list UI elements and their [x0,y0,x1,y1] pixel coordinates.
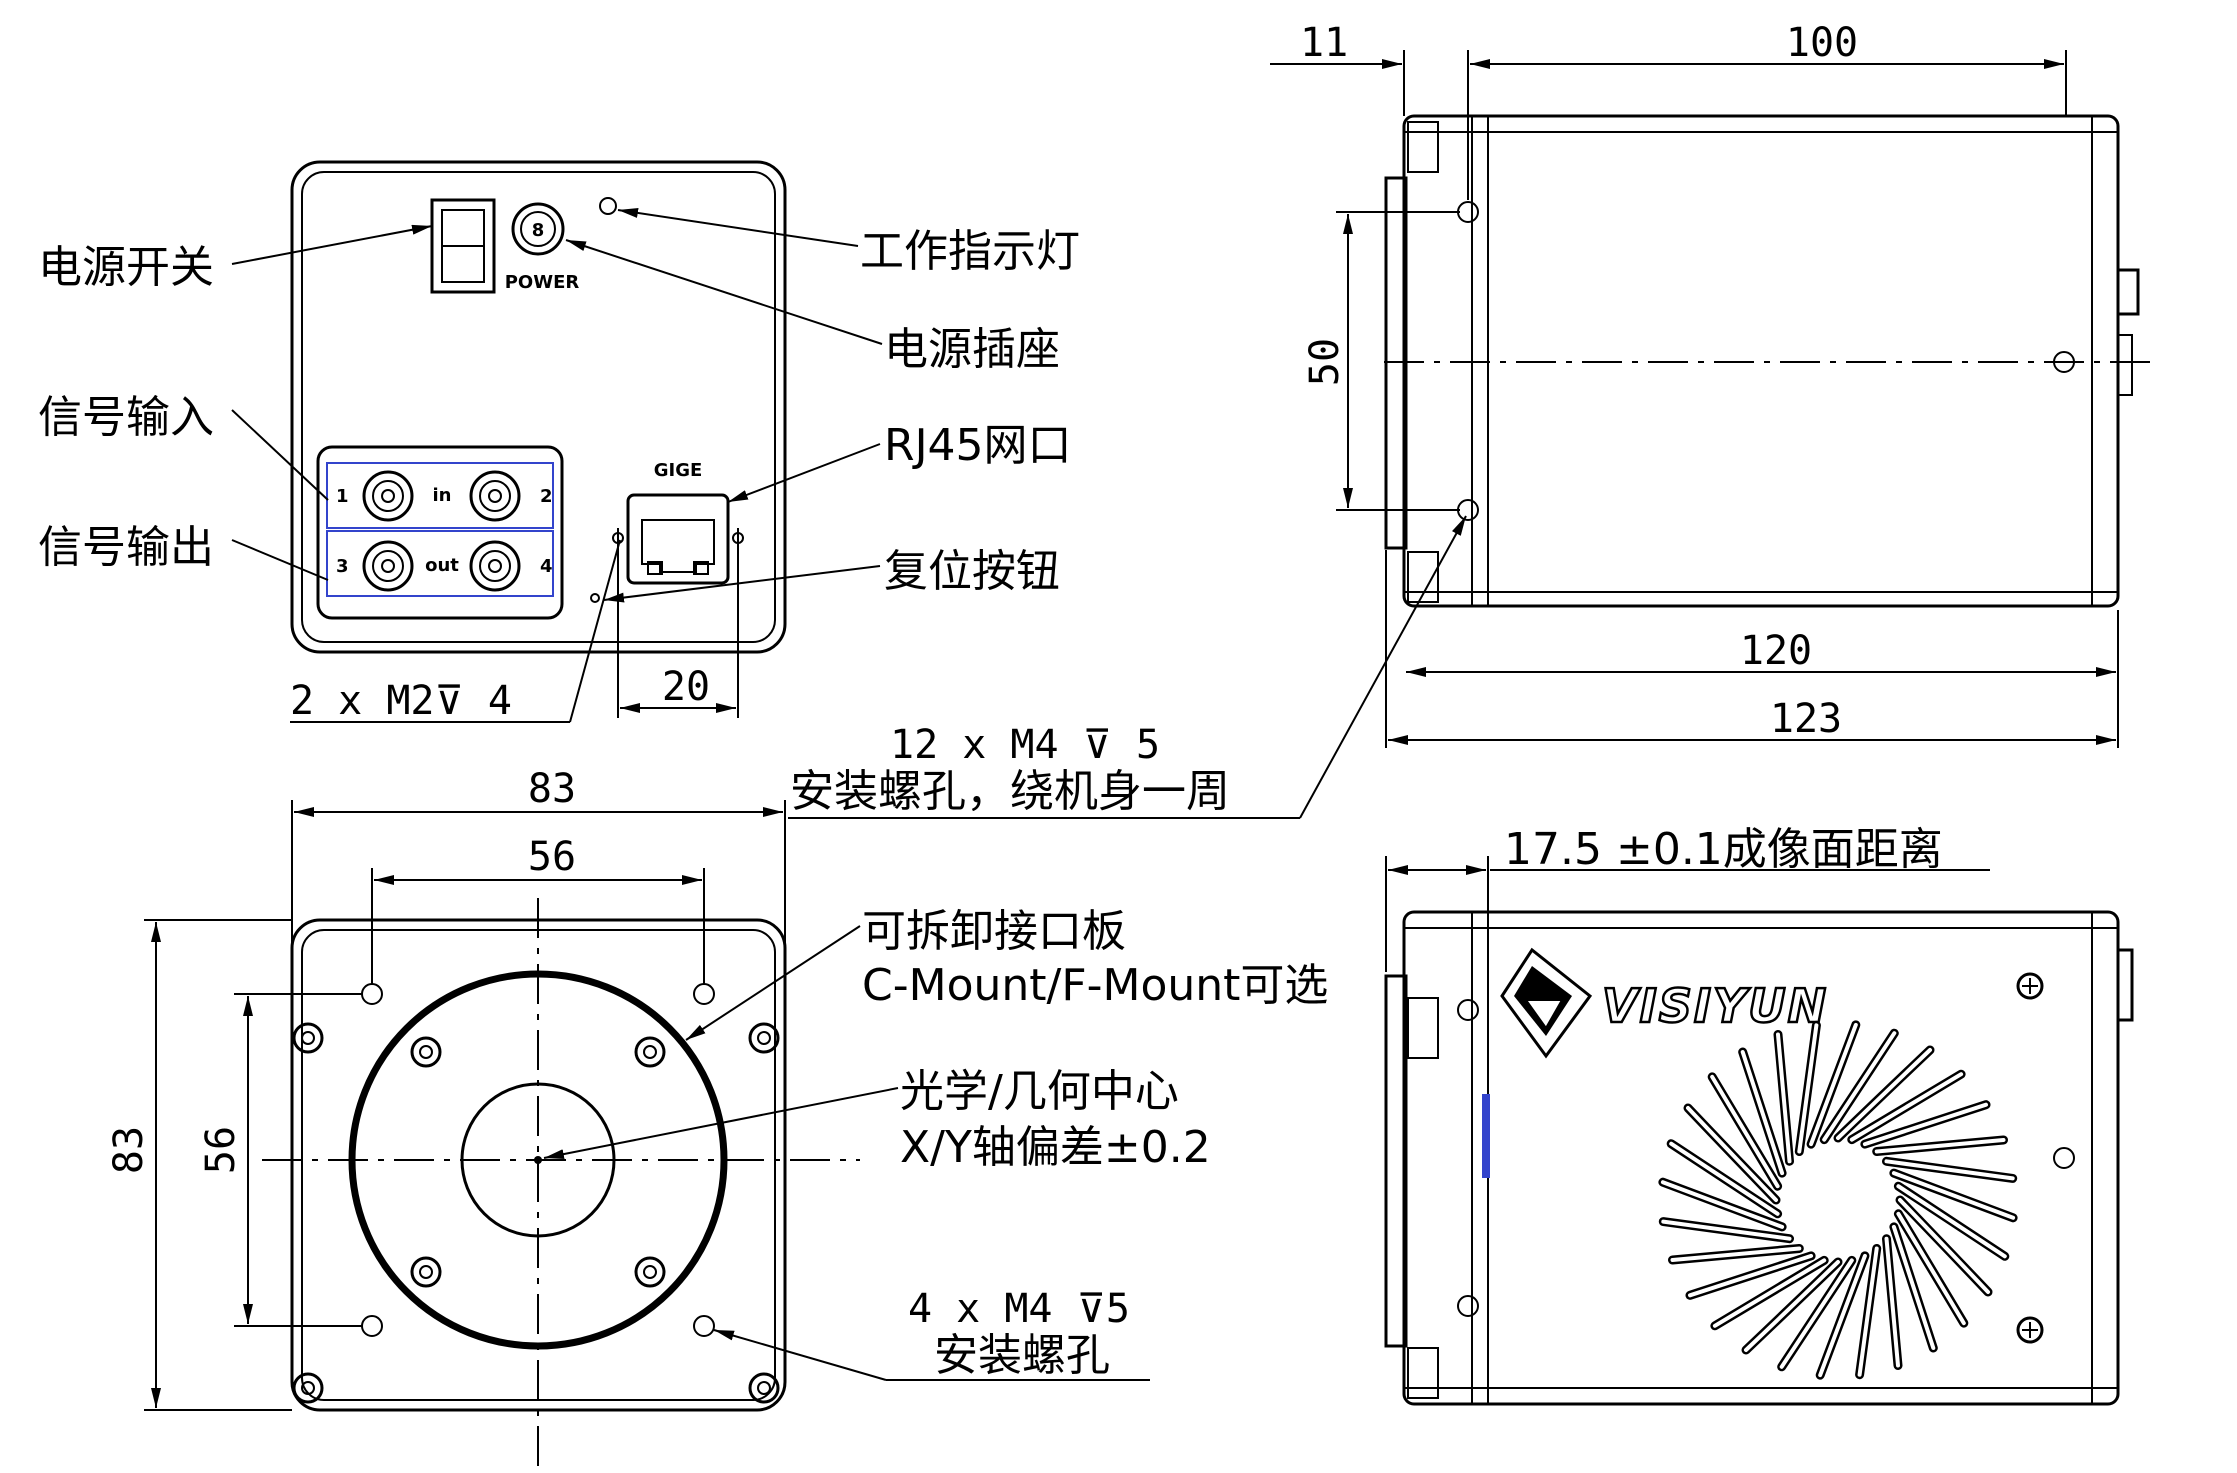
optical-center-label-2: X/Y轴偏差±0.2 [900,1122,1211,1173]
mount-hole-bottom [1457,499,1479,521]
dim-11: 11 [1300,20,1348,66]
fan-blade [1849,1072,1964,1142]
power-switch-label: 电源开关 [38,242,214,293]
fan-blade [1896,1184,2007,1259]
power-switch-icon [430,198,496,294]
fan-blade [1891,1171,2016,1220]
fan-blade [1809,1022,1858,1147]
signal-out-label: 信号输出 [38,522,214,573]
fan-blade [1710,1074,1780,1189]
corner-screws [292,1022,780,1404]
fan-blade [1836,1048,1932,1140]
fan-blade [1776,1032,1792,1164]
rear-view-annotations: 电源开关 工作指示灯 电源插座 信号输入 信号输出 RJ45网口 复位按钮 2 … [38,208,1080,724]
dim-83-width: 83 [528,766,576,812]
fan-blade [1862,1102,1988,1147]
fan-blade [1896,1211,1966,1326]
fan-blade [1740,1050,1785,1176]
fan-blade [1660,1180,1785,1229]
reset-button-label: 复位按钮 [884,546,1060,597]
fan-blade [1822,1031,1897,1142]
power-socket-label: 电源插座 [884,324,1060,375]
fan-blade [1884,1159,2015,1181]
plate-screws [410,1036,666,1288]
fan-blade [1818,1253,1867,1378]
brand-wordmark: VISIYUN [1602,979,1828,1033]
fan-blade [1744,1260,1840,1352]
indicator-light-icon [599,197,617,215]
mount-plate-label-2: C-Mount/F-Mount可选 [862,960,1328,1011]
fan-blade [1669,1141,1780,1216]
side-view-logo: VISIYUN 17.5 ±0.1成像面距离 [1384,824,2134,1406]
logo-side-hole-top [1457,999,1479,1021]
front-hole-tl [361,983,383,1005]
bnc-connector-4 [469,540,521,592]
front-hole-br [693,1315,715,1337]
side-screws [2016,972,2044,1344]
front-view-annotations: 可拆卸接口板 C-Mount/F-Mount可选 光学/几何中心 X/Y轴偏差±… [543,906,1328,1381]
front-holes-spec-label: 4 x M4 ⊽5 [908,1286,1130,1332]
side-view: 11 100 50 120 123 [1270,20,2155,748]
front-hole-bl [361,1315,383,1337]
mount-plate-label-1: 可拆卸接口板 [862,906,1126,957]
dim-20: 20 [662,664,710,710]
reset-button-icon [590,593,600,603]
signal-connector-block: 1 2 3 4 in out [316,445,564,620]
logo-side-hole-bottom [1457,1295,1479,1317]
flange-distance-label: 17.5 ±0.1成像面距离 [1504,824,1943,875]
fan-blade [1884,1236,1900,1368]
logo-side-hole-back [2053,1147,2075,1169]
indicator-light-label: 工作指示灯 [860,226,1080,277]
front-holes-desc-label: 安装螺孔 [934,1330,1110,1381]
brand-logo-icon [1500,947,1593,1059]
fan-blade [1686,1106,1778,1202]
dim-83-height: 83 [106,1126,152,1174]
front-view: 83 56 83 56 [106,766,860,1468]
front-hole-tr [693,983,715,1005]
port-4-label: 4 [540,556,553,577]
mount-hole-top [1457,201,1479,223]
bnc-connector-2 [469,470,521,522]
fan-blade [1898,1198,1990,1294]
power-label: POWER [505,272,580,293]
fan-blade [1891,1224,1936,1350]
fan-grille-icon [1658,1020,2018,1380]
port-2-label: 2 [540,486,553,507]
optical-center-label-1: 光学/几何中心 [900,1066,1179,1117]
m4-holes-spec-label: 12 x M4 ⊽ 5 [890,722,1160,768]
fan-blade [1874,1138,2006,1154]
port-1-label: 1 [336,486,349,507]
power-socket-icon: 8 POWER [505,202,580,293]
dim-50: 50 [1302,338,1348,386]
gige-label: GIGE [654,460,703,481]
m4-holes-desc-label: 安装螺孔，绕机身一周 [790,766,1230,817]
rear-view: 8 POWER 1 2 3 4 in o [290,160,787,718]
m4-holes-annotation: 12 x M4 ⊽ 5 安装螺孔，绕机身一周 [788,515,1467,819]
rj45-label: RJ45网口 [884,420,1072,471]
dim-100: 100 [1786,20,1858,66]
power-pin-label: 8 [532,220,545,241]
dim-56-height: 56 [198,1126,244,1174]
fan-blade [1661,1219,1792,1241]
fan-blade [1857,1246,1879,1377]
fan-blade [1797,1023,1819,1154]
fan-blade [1688,1253,1814,1298]
fan-blade [1779,1258,1854,1369]
dim-56-width: 56 [528,834,576,880]
rj45-port-icon: GIGE [626,460,730,585]
dim-120: 120 [1740,628,1812,674]
bnc-connector-1 [362,470,414,522]
m2-holes-label: 2 x M2⊽ 4 [290,678,512,724]
port-3-label: 3 [336,556,349,577]
bnc-connector-3 [362,540,414,592]
dim-123: 123 [1770,696,1842,742]
in-label: in [433,485,452,506]
fan-blade [1712,1258,1827,1328]
out-label: out [425,555,459,576]
signal-in-label: 信号输入 [38,392,214,443]
fan-blade [1670,1246,1802,1262]
